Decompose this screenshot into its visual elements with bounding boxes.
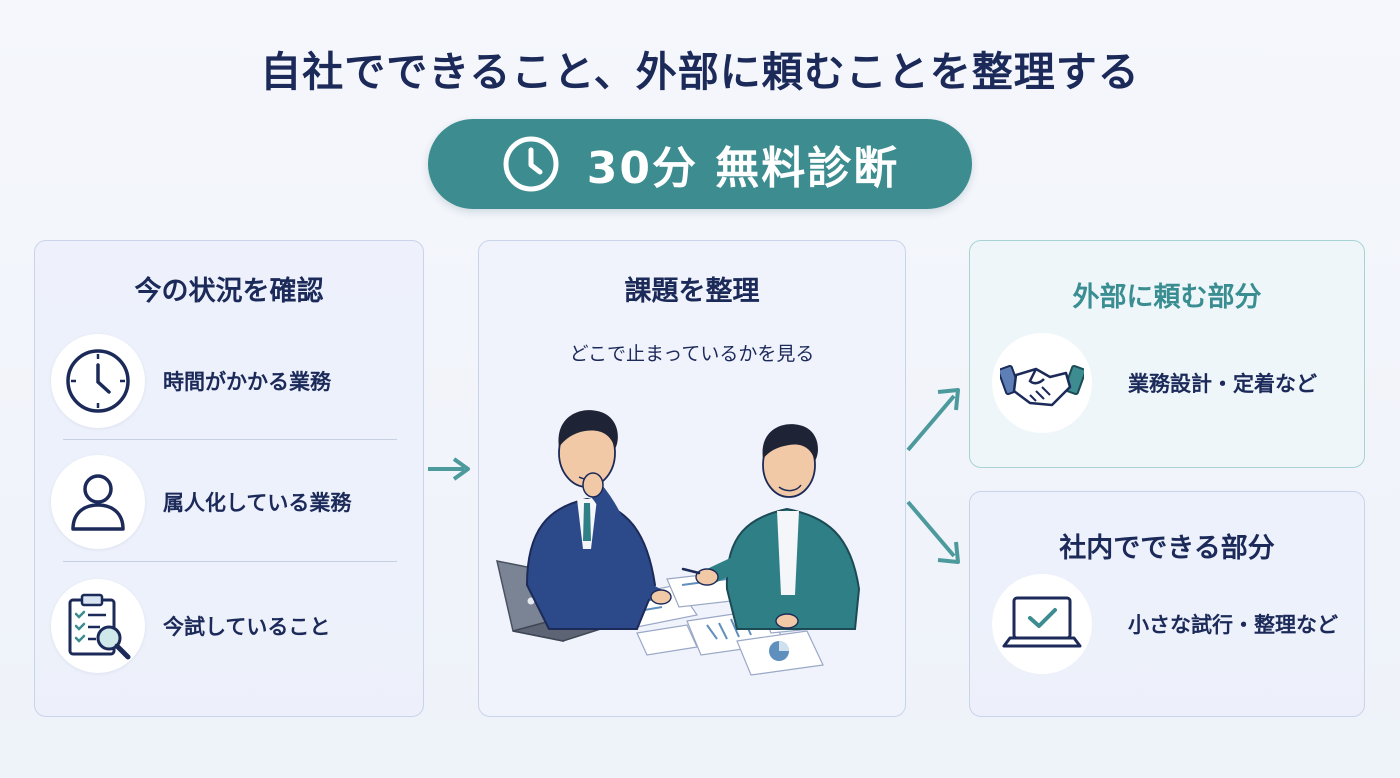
item-label: 小さな試行・整理など [1128, 613, 1338, 637]
divider [63, 439, 397, 440]
arrow-down-right-icon [906, 500, 960, 564]
card-heading: 外部に頼む部分 [1072, 282, 1262, 313]
free-diagnosis-badge: 30分 無料診断 [428, 119, 972, 209]
arrow-up-right-icon [906, 388, 960, 452]
meeting-illustration [496, 410, 861, 676]
arrow-right-icon [428, 457, 470, 481]
clipboard-search-icon [68, 593, 131, 660]
in-house-part-card: 社内でできる部分 小さな試行・整理など [969, 491, 1365, 717]
card-heading: 課題を整理 [624, 276, 760, 307]
card-heading: 社内でできる部分 [1059, 533, 1275, 564]
divider [63, 561, 397, 562]
list-item: 小さな試行・整理など [992, 574, 1338, 674]
item-label: 今試していること [163, 615, 331, 639]
badge-text: 30分 無料診断 [586, 143, 900, 194]
list-item: 業務設計・定着など [992, 333, 1317, 433]
item-label: 時間がかかる業務 [163, 370, 331, 394]
person-icon [71, 474, 125, 531]
handshake-icon [1000, 364, 1084, 407]
clock-icon [66, 349, 130, 413]
list-item: 今試していること [51, 571, 397, 681]
list-item: 属人化している業務 [51, 447, 397, 557]
item-label: 業務設計・定着など [1128, 372, 1317, 396]
card-subheading: どこで止まっているかを見る [569, 343, 815, 365]
outsource-part-card: 外部に頼む部分 業務設計・定着など [969, 240, 1365, 468]
laptop-check-icon [1002, 596, 1082, 648]
current-situation-card: 今の状況を確認 時間がかかる業務 属人化している業務 [34, 240, 424, 717]
clock-icon [503, 136, 559, 192]
list-item: 時間がかかる業務 [51, 326, 397, 436]
organize-issues-card: 課題を整理 どこで止まっているかを見る [478, 240, 906, 717]
page-title: 自社でできること、外部に頼むことを整理する [260, 48, 1140, 96]
businessman-thinking [525, 410, 672, 630]
businessman-explaining [681, 424, 861, 630]
item-label: 属人化している業務 [163, 491, 352, 515]
card-heading: 今の状況を確認 [134, 276, 324, 307]
